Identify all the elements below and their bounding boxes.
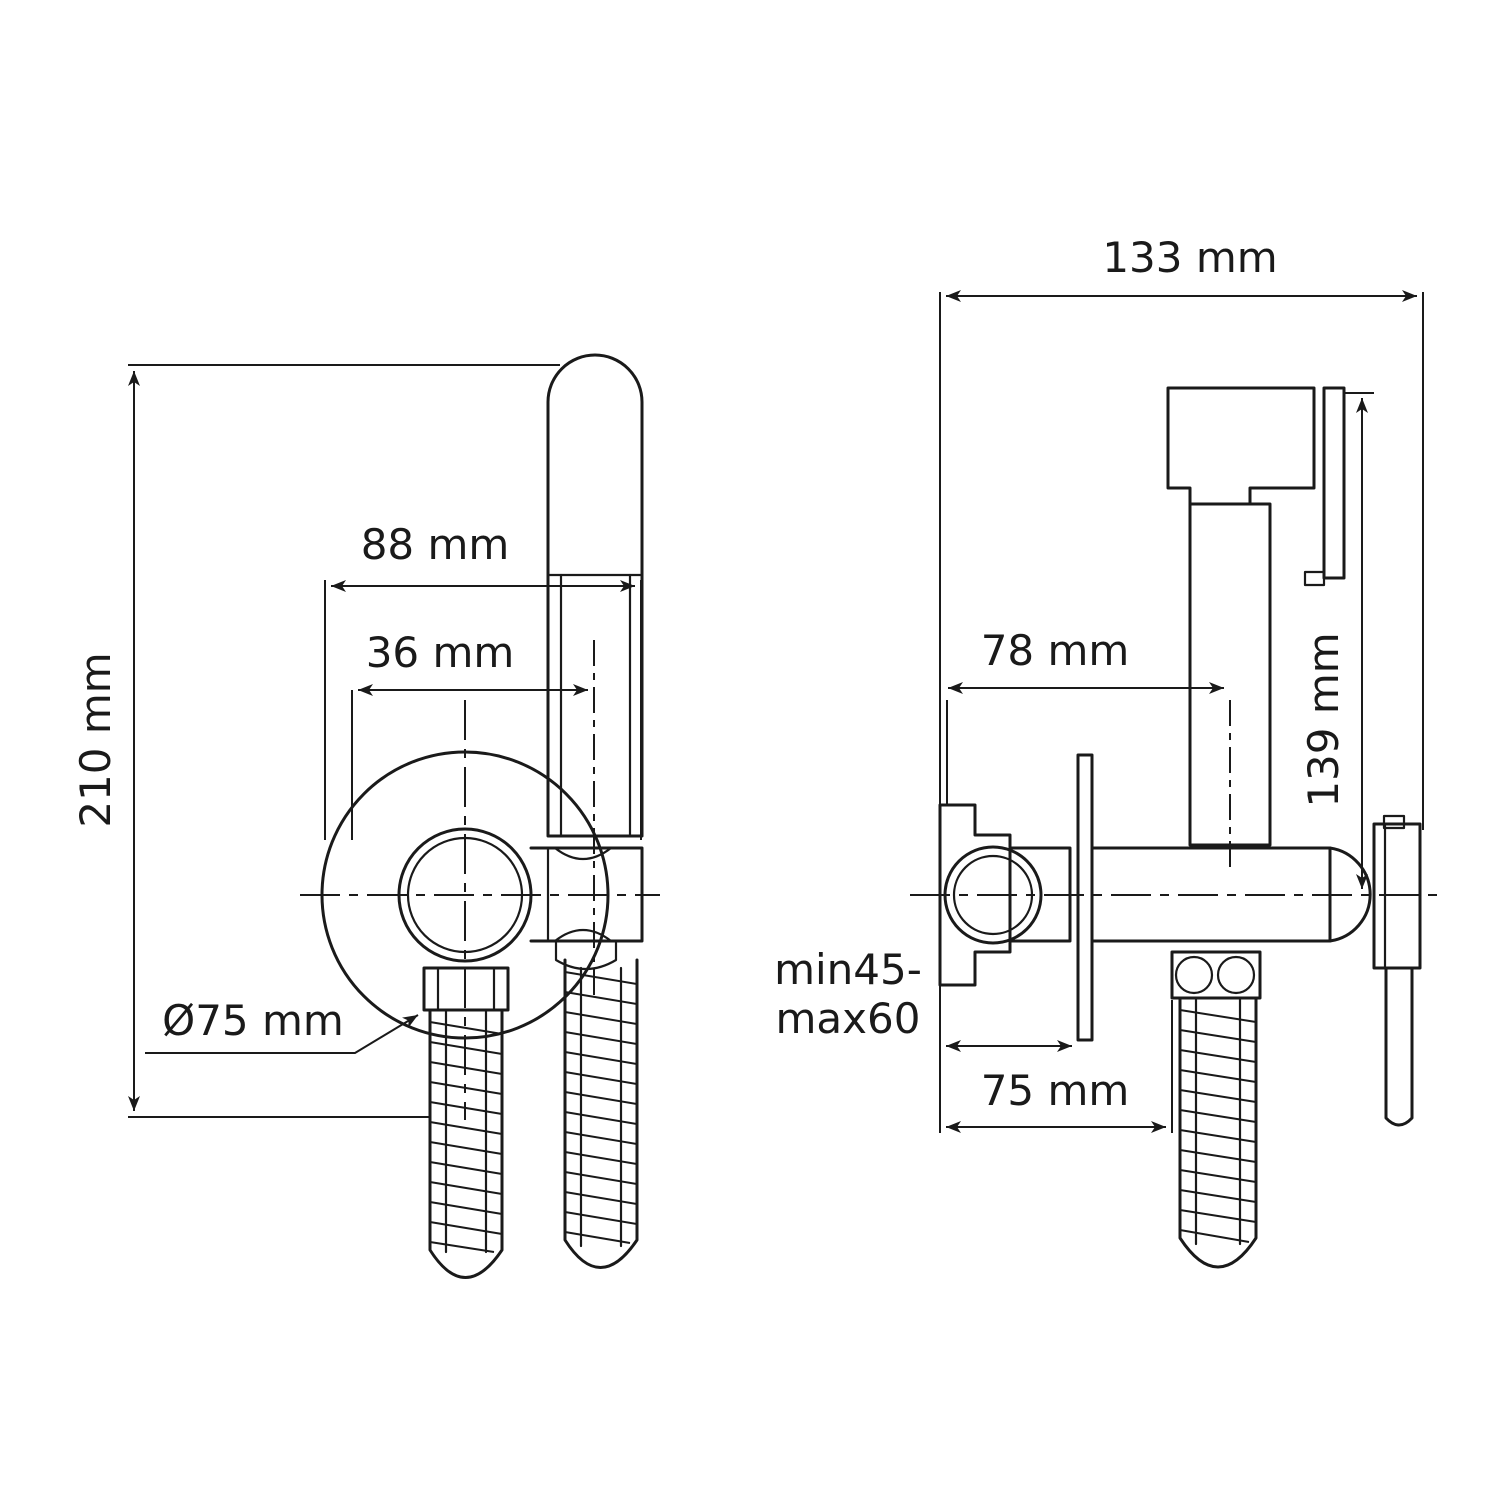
side-wand-rod: [1322, 386, 1346, 580]
side-hex-nut: [1170, 950, 1262, 1000]
side-handle-lever: [1384, 966, 1414, 1127]
side-wall-section: [938, 803, 1012, 987]
front-hex-nut-left: [422, 966, 510, 1012]
front-hose-left: [428, 1008, 504, 1279]
front-hose-right-inner: [579, 966, 623, 1248]
side-wand-tip: [1303, 570, 1326, 587]
front-view-geometry: [300, 353, 660, 1279]
dim-label-max60: max60: [776, 994, 921, 1043]
side-handle-knob: [1382, 814, 1406, 830]
dim-label-133: 133 mm: [1102, 233, 1277, 282]
front-holder-base: [554, 939, 618, 970]
side-body-endcap: [1328, 846, 1372, 943]
front-holder-notch-top: [553, 846, 613, 860]
side-nut-bore-left: [1174, 955, 1214, 995]
side-view-dimensions: 133 mm 78 mm 139 mm min45- max60 75 mm: [774, 233, 1424, 1133]
side-top-bracket: [1166, 386, 1316, 506]
dim-label-210: 210 mm: [71, 652, 120, 827]
side-shower-body: [1188, 502, 1272, 847]
dim-label-diameter-75: Ø75 mm: [162, 996, 344, 1045]
dim-label-88: 88 mm: [361, 520, 510, 569]
dim-label-36: 36 mm: [366, 628, 515, 677]
side-hose: [1178, 996, 1258, 1269]
front-hose-right: [563, 958, 639, 1269]
side-escutcheon-plate: [1076, 753, 1094, 1042]
front-hose-right-coils: [564, 971, 638, 1244]
front-holder-notch-bottom: [553, 929, 613, 943]
front-lever-handle: [546, 353, 644, 838]
leader-diameter-75: [145, 1014, 419, 1054]
dim-label-139: 139 mm: [1299, 632, 1348, 807]
dim-label-min45: min45-: [774, 945, 922, 994]
dim-label-75: 75 mm: [981, 1066, 1130, 1115]
front-hex-nut-left-facets: [436, 966, 496, 1012]
side-nut-bore-right: [1216, 955, 1256, 995]
dim-label-78: 78 mm: [981, 626, 1130, 675]
front-view-dimensions: 210 mm 88 mm 36 mm Ø75 mm: [71, 364, 642, 1118]
side-view-geometry: [910, 386, 1440, 1269]
side-hose-inner: [1194, 996, 1242, 1246]
side-hose-coils: [1179, 1009, 1257, 1243]
